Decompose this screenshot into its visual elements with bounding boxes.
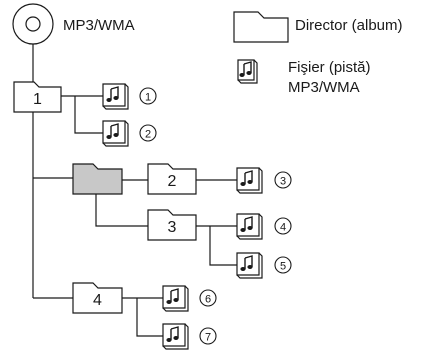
folder-label: 2 [168, 173, 177, 190]
track-number-badge [274, 256, 292, 274]
music-file-icon [236, 252, 263, 279]
folder-icon [72, 282, 123, 314]
folder-icon [147, 163, 197, 195]
track-number-badge [139, 87, 157, 105]
folder-icon [13, 81, 62, 113]
legend-folder-icon [233, 11, 289, 43]
track-number-label: 4 [280, 222, 286, 234]
folder-node-2 [72, 163, 123, 195]
music-file-icon [102, 120, 129, 147]
folder-icon [72, 163, 123, 195]
track-number-label: 3 [280, 176, 286, 188]
track-node-5: 5 [236, 252, 292, 279]
music-file-icon [236, 213, 263, 240]
track-node-2: 2 [102, 120, 157, 147]
legend-file-label-line1: Fişier (pistă) [288, 59, 371, 76]
folder-label: 3 [168, 219, 177, 236]
legend: Director (album) Fişier (pistă) MP3/WMA [233, 11, 403, 96]
track-number-label: 2 [145, 129, 151, 141]
track-node-6: 6 [162, 285, 217, 312]
music-file-icon [236, 167, 263, 194]
track-number-badge [199, 327, 217, 345]
music-file-icon [102, 83, 129, 110]
legend-file-label-line2: MP3/WMA [288, 79, 360, 96]
folder-label: 4 [93, 292, 102, 309]
music-file-icon [162, 285, 189, 312]
track-node-7: 7 [162, 323, 217, 350]
folder-label: 1 [33, 91, 42, 108]
folder-node-5: 4 [72, 282, 123, 314]
source-label: MP3/WMA [63, 17, 135, 34]
folder-node-4: 3 [147, 209, 197, 241]
folder-nodes: 1 2 3 4 [13, 81, 197, 314]
folder-node-1: 1 [13, 81, 62, 113]
legend-music-file-icon [237, 59, 258, 84]
folder-icon [147, 209, 197, 241]
track-number-label: 1 [145, 92, 151, 104]
track-number-label: 6 [205, 294, 211, 306]
track-node-4: 4 [236, 213, 292, 240]
track-nodes: 1 2 3 4 5 6 7 [102, 83, 292, 350]
track-number-badge [274, 217, 292, 235]
track-number-label: 5 [280, 261, 286, 273]
track-number-badge [274, 171, 292, 189]
cd-disc-icon [12, 3, 54, 45]
music-file-icon [162, 323, 189, 350]
folder-node-3: 2 [147, 163, 197, 195]
track-node-1: 1 [102, 83, 157, 110]
track-node-3: 3 [236, 167, 292, 194]
legend-folder-label: Director (album) [295, 17, 403, 34]
tree-connector-lines [32, 44, 237, 337]
track-number-badge [139, 124, 157, 142]
track-number-badge [199, 289, 217, 307]
track-number-label: 7 [205, 332, 211, 344]
